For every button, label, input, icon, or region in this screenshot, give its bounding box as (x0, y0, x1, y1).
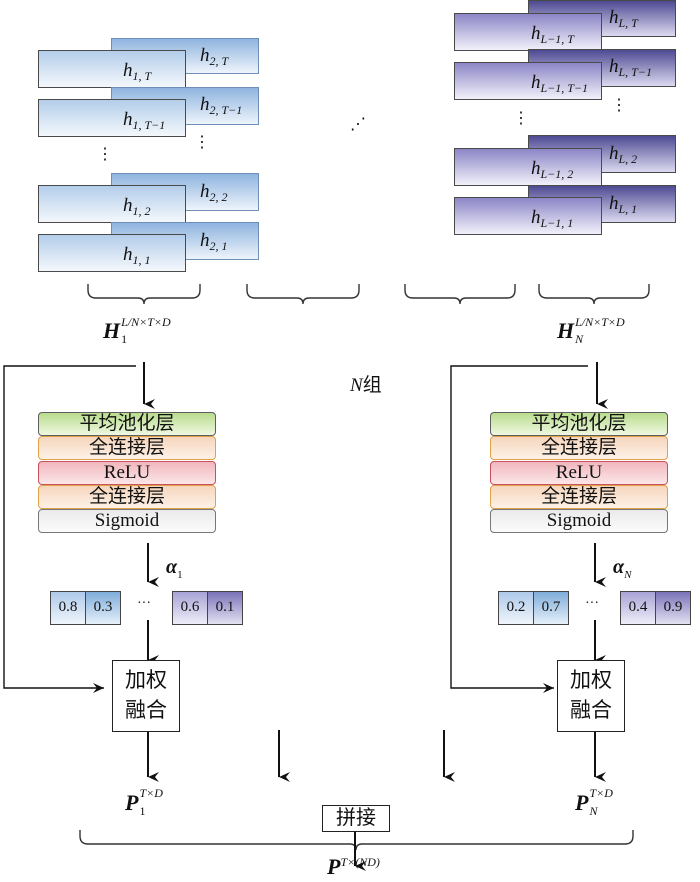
output-p1: P T×D 1 (125, 786, 163, 818)
weight-cell: 0.1 (207, 591, 243, 625)
relu-layer: ReLU (38, 461, 216, 485)
weighted-fusion-block-1: 加权 融合 (112, 660, 180, 732)
weight-cell: 0.3 (85, 591, 121, 625)
alpha-label-1: α1 (166, 556, 183, 581)
group-input-hn: H L/N×T×D N (557, 315, 625, 346)
weighted-fusion-block-n: 加权 融合 (557, 660, 625, 732)
hidden-state-box: hL−1, T−1 (454, 62, 602, 100)
fc-layer-1: 全连接层 (38, 436, 216, 460)
hidden-state-label: hL−1, T (531, 23, 574, 46)
vertical-ellipsis: ⋮ (194, 134, 210, 151)
hidden-state-label: h1, 1 (123, 244, 151, 267)
hidden-state-label: hL−1, 1 (531, 207, 574, 230)
skip-connection-left (3, 365, 136, 693)
skip-connection-right (450, 365, 588, 693)
brace-concat (79, 830, 634, 851)
hidden-state-label: hL−1, T−1 (531, 72, 589, 95)
weight-cell: 0.8 (50, 591, 86, 625)
vertical-ellipsis: ⋮ (97, 146, 113, 163)
output-pn: P T×D N (575, 786, 613, 818)
hidden-state-label: hL−1, 2 (531, 158, 574, 181)
avg-pool-layer: 平均池化层 (490, 412, 668, 436)
sigmoid-layer: Sigmoid (490, 509, 668, 533)
sigmoid-layer: Sigmoid (38, 509, 216, 533)
brace-group-2 (246, 284, 360, 305)
brace-group-3 (404, 284, 516, 305)
hidden-state-label: h2, 1 (200, 230, 228, 253)
weight-cell: 0.2 (498, 591, 534, 625)
weight-cell: 0.4 (620, 591, 656, 625)
hidden-state-label: h2, T (200, 45, 229, 68)
brace-group-1 (87, 284, 201, 305)
hidden-state-box: hL−1, 1 (454, 197, 602, 235)
weights-ellipsis: ··· (137, 596, 151, 611)
hidden-state-label: h2, T−1 (200, 94, 243, 117)
hidden-state-box: h1, 2 (38, 185, 186, 223)
fc-layer-2: 全连接层 (490, 485, 668, 509)
weights-ellipsis: ··· (585, 596, 599, 611)
concat-block: 拼接 (322, 805, 390, 832)
hidden-state-box: h1, 1 (38, 234, 186, 272)
fc-layer-2: 全连接层 (38, 485, 216, 509)
hidden-state-box: h1, T (38, 50, 186, 88)
fc-layer-1: 全连接层 (490, 436, 668, 460)
hidden-state-label: h1, 2 (123, 195, 151, 218)
avg-pool-layer: 平均池化层 (38, 412, 216, 436)
relu-layer: ReLU (490, 461, 668, 485)
group-input-h1: H L/N×T×D 1 (103, 315, 171, 346)
alpha-label-n: αN (613, 556, 632, 581)
brace-group-n (538, 284, 650, 305)
vertical-ellipsis: ⋮ (611, 97, 627, 114)
weight-cell: 0.7 (533, 591, 569, 625)
vertical-ellipsis: ⋮ (513, 110, 529, 127)
hidden-state-label: hL, T−1 (609, 56, 652, 79)
hidden-state-box: hL−1, 2 (454, 148, 602, 186)
hidden-state-label: h1, T (123, 60, 152, 83)
group-count-label: N组 (350, 375, 382, 396)
hidden-state-label: hL, 1 (609, 193, 638, 216)
diagonal-ellipsis: ⋰ (350, 116, 366, 133)
hidden-state-label: hL, 2 (609, 143, 638, 166)
hidden-state-box: h1, T−1 (38, 99, 186, 137)
weight-cell: 0.6 (172, 591, 208, 625)
hidden-state-label: h1, T−1 (123, 109, 166, 132)
hidden-state-label: h2, 2 (200, 181, 228, 204)
hidden-state-label: hL, T (609, 7, 638, 30)
final-output-p: PT×(ND) (327, 854, 380, 879)
weight-cell: 0.9 (655, 591, 691, 625)
hidden-state-box: hL−1, T (454, 13, 602, 51)
